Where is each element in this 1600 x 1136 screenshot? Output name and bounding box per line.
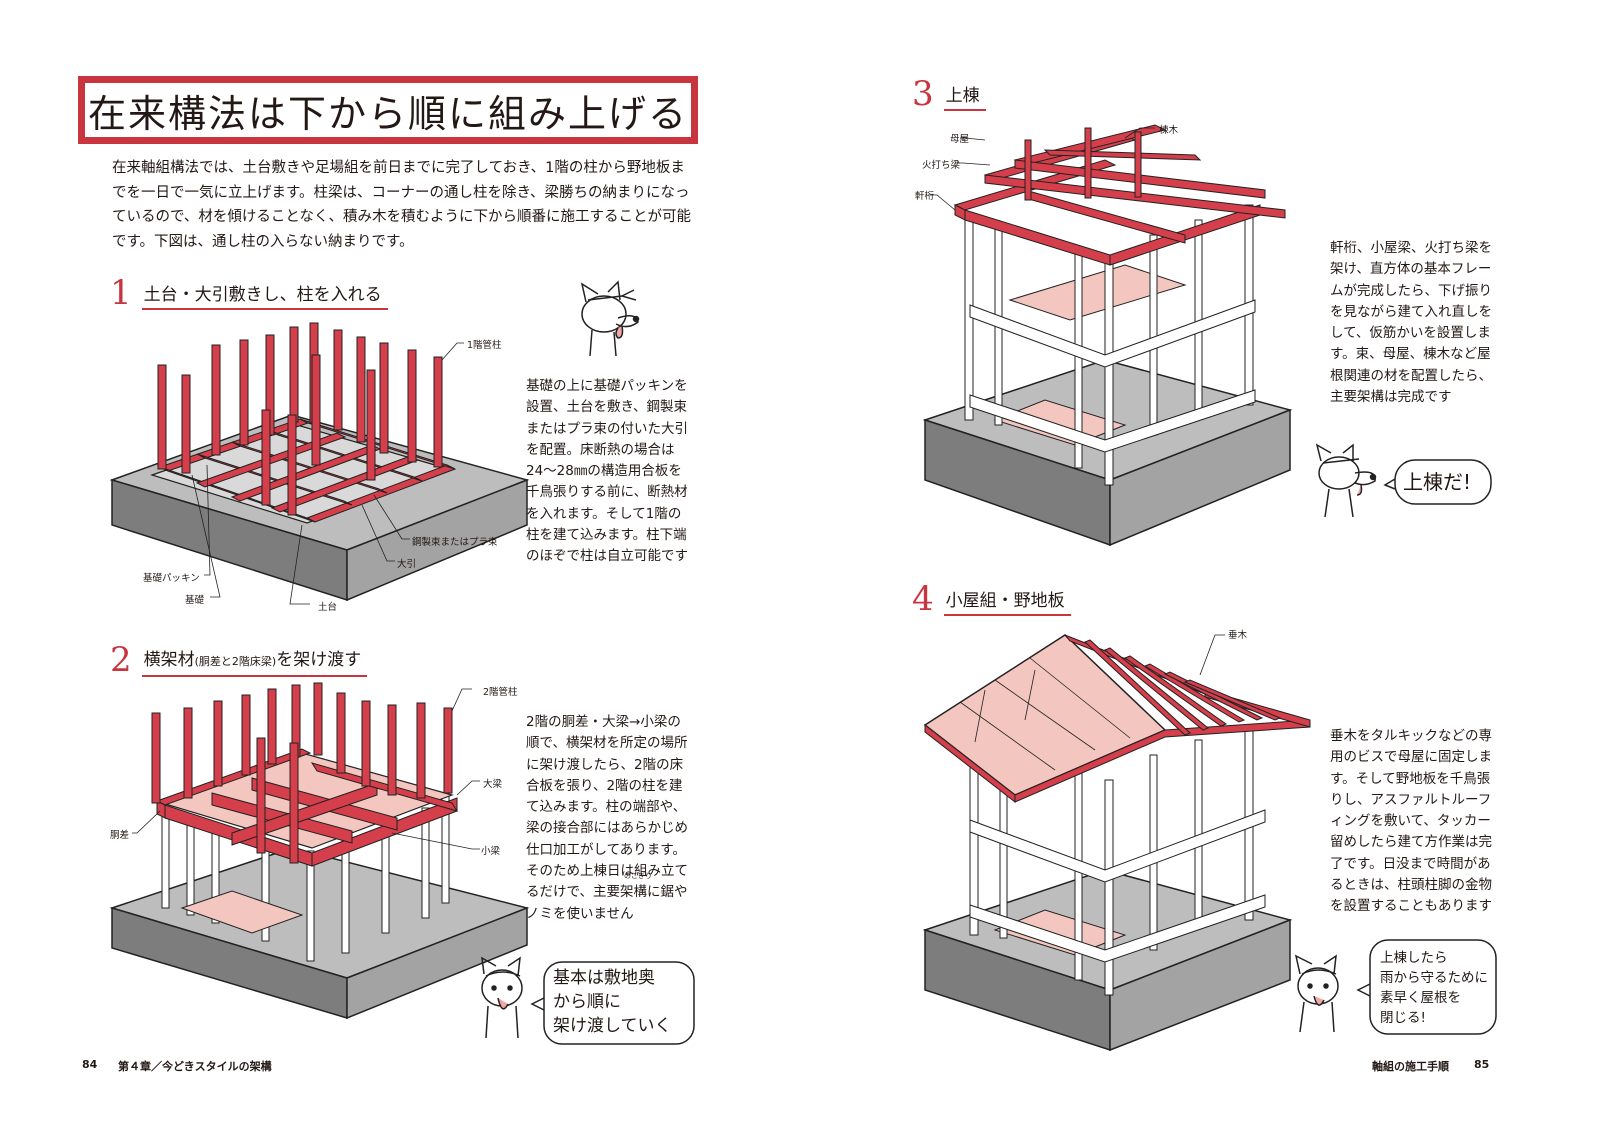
page-title: 在来構法は下から順に組み上げる bbox=[87, 91, 688, 136]
section-4-heading: 4 小屋組・野地板 bbox=[912, 582, 1071, 616]
framing-illustration-step3 bbox=[922, 124, 1293, 547]
dog-mascot-icon bbox=[1294, 939, 1497, 1035]
section-title: 土台・大引敷きし、柱を入れる bbox=[141, 285, 388, 310]
speech-bubble-step4: 上棟したら 雨から守るために 素早く屋根を 閉じる! bbox=[1380, 950, 1488, 1026]
section-title: 小屋組・野地板 bbox=[943, 591, 1071, 616]
label-foundation-packing: 基礎パッキン bbox=[143, 573, 200, 584]
framing-illustration-step4 bbox=[922, 634, 1311, 1052]
section-2-body: 2階の胴差・大梁→小梁の順で、横架材を所定の場所に架け渡したら、2階の床合板を張… bbox=[526, 714, 688, 922]
label-2f-post: 2階管柱 bbox=[483, 687, 518, 698]
section-1-body: 基礎の上に基礎パッキンを設置、土台を敷き、鋼製束またはプラ束の付いた大引を配置。… bbox=[526, 378, 688, 565]
label-main-beam: 大梁 bbox=[483, 779, 503, 790]
section-title: 上棟 bbox=[943, 86, 986, 111]
section-3-heading: 3 上棟 bbox=[912, 77, 986, 111]
framing-illustration-step1 bbox=[109, 322, 530, 605]
section-4-body: 垂木をタルキックなどの専用のビスで母屋に固定します。そして野地板を千鳥張りし、ア… bbox=[1330, 728, 1492, 915]
page-number-left: 84 bbox=[82, 1058, 98, 1071]
section-number: 3 bbox=[912, 74, 934, 114]
section-3-body: 軒桁、小屋梁、火打ち梁を架け、直方体の基本フレームが完成したら、下げ振りを見なが… bbox=[1330, 240, 1492, 406]
label-steel-strut: 鋼製束またはプラ束 bbox=[412, 537, 498, 548]
dog-mascot-icon bbox=[580, 280, 640, 357]
speech-bubble-step2: 基本は敷地奥 から順に 架け渡していく bbox=[553, 968, 672, 1036]
title-box: 在来構法は下から順に組み上げる bbox=[78, 76, 698, 144]
ruby-saw: のこぎり bbox=[624, 872, 652, 880]
dog-mascot-icon bbox=[481, 956, 695, 1045]
section-number: 2 bbox=[110, 640, 132, 680]
label-ridge-beam: 棟木 bbox=[1159, 125, 1179, 136]
label-joist: 大引 bbox=[397, 559, 417, 570]
section-1-heading: 1 土台・大引敷きし、柱を入れる bbox=[110, 276, 388, 310]
label-purlin: 母屋 bbox=[950, 134, 970, 145]
intro-paragraph: 在来軸組構法では、土台敷きや足場組を前日までに完了しておき、1階の柱から野地板ま… bbox=[112, 160, 691, 250]
label-sill: 土台 bbox=[318, 602, 338, 613]
label-1f-post: 1階管柱 bbox=[467, 340, 502, 351]
label-foundation: 基礎 bbox=[185, 595, 205, 606]
section-2-heading: 2 横架材(胴差と2階床梁)を架け渡す bbox=[110, 640, 368, 680]
label-eave-beam: 軒桁 bbox=[915, 191, 935, 202]
section-number: 1 bbox=[110, 273, 132, 313]
running-title-left: 第４章／今どきスタイルの架構 bbox=[118, 1060, 272, 1073]
label-rafter: 垂木 bbox=[1228, 630, 1248, 641]
framing-illustration-step2 bbox=[109, 682, 530, 1020]
label-girth: 胴差 bbox=[110, 830, 130, 841]
dog-mascot-icon bbox=[1315, 443, 1492, 518]
running-title-right: 軸組の施工手順 bbox=[1372, 1060, 1449, 1073]
section-number: 4 bbox=[912, 579, 934, 619]
page-number-right: 85 bbox=[1474, 1058, 1490, 1071]
section-title: 横架材(胴差と2階床梁)を架け渡す bbox=[141, 650, 368, 677]
speech-bubble-step3: 上棟だ! bbox=[1403, 470, 1472, 494]
label-small-beam: 小梁 bbox=[481, 846, 501, 857]
label-brace-beam: 火打ち梁 bbox=[922, 160, 961, 171]
